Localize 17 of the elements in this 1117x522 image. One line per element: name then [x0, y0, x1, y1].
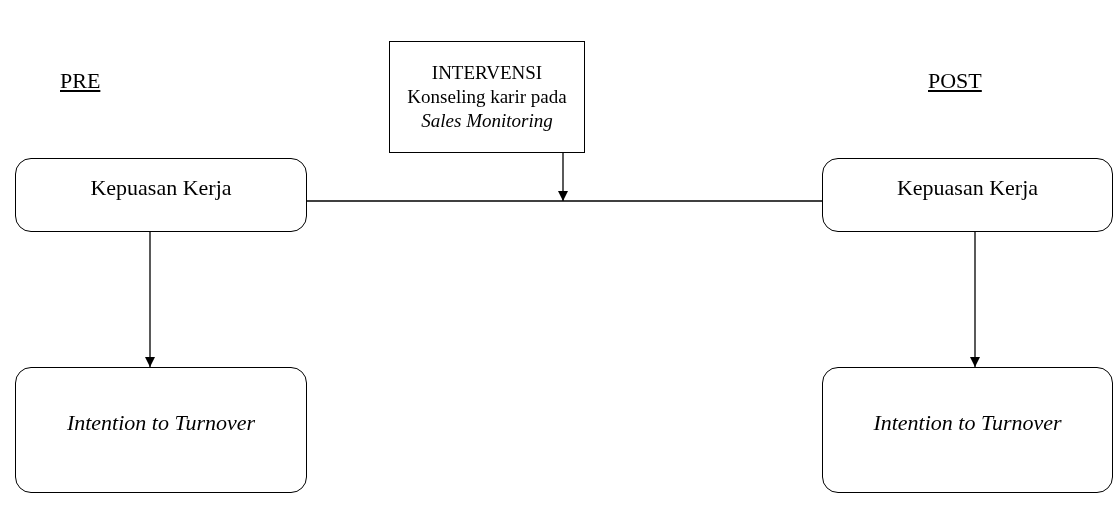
- rounded-box: [15, 158, 307, 232]
- arrow: [970, 231, 980, 368]
- node-text: Intention to Turnover: [66, 409, 256, 437]
- rounded-box: [822, 158, 1113, 232]
- phase-label: PRE: [60, 67, 101, 95]
- process-box: [389, 41, 585, 153]
- node-text: Kepuasan Kerja: [90, 174, 232, 202]
- rounded-box: [15, 367, 307, 493]
- connector-line: [306, 200, 823, 202]
- node-text: INTERVENSI: [431, 61, 543, 85]
- node-text: Konseling karir pada Sales Monitoring: [406, 85, 568, 133]
- arrow: [558, 152, 568, 202]
- rounded-box: [822, 367, 1113, 493]
- node-text: Kepuasan Kerja: [896, 174, 1039, 202]
- arrow: [145, 231, 155, 368]
- phase-label: POST: [928, 67, 982, 95]
- node-text: Intention to Turnover: [873, 409, 1062, 437]
